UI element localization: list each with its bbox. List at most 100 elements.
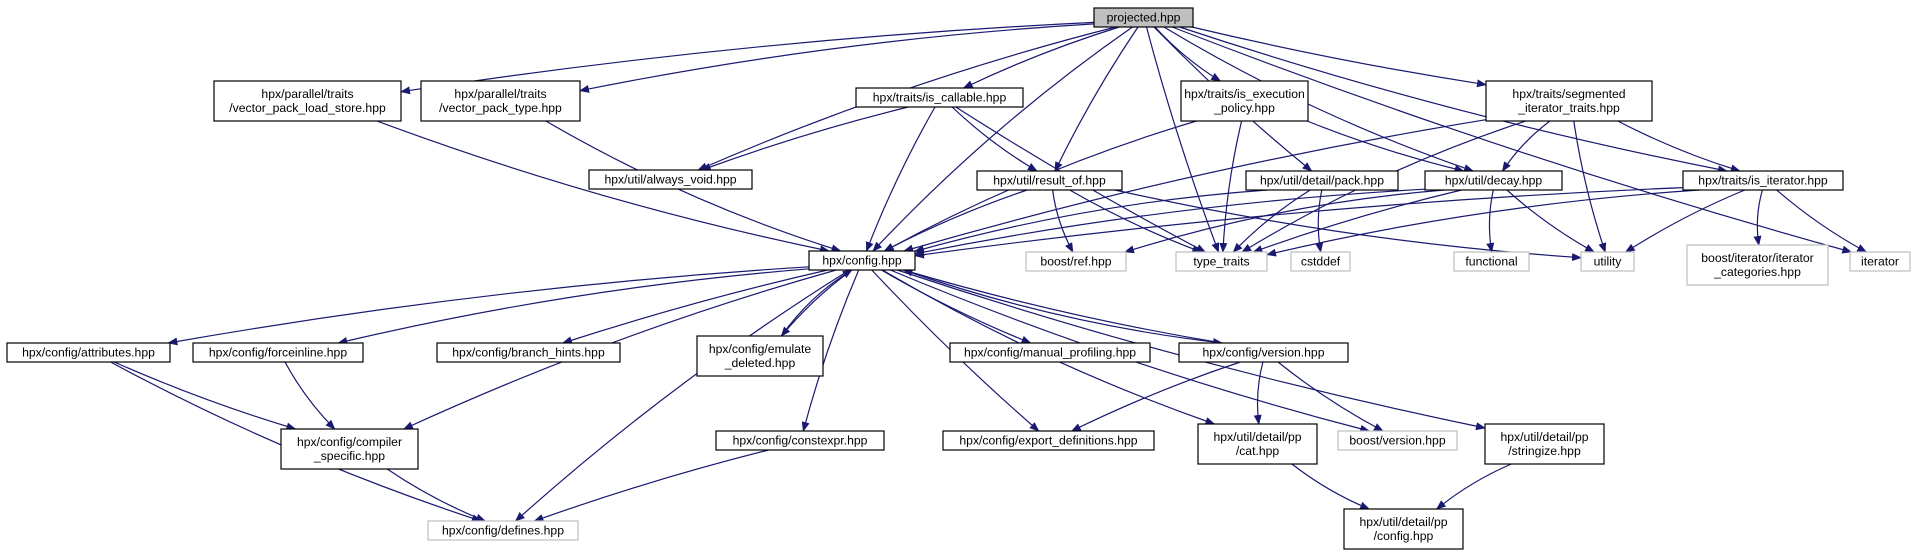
node-pp-cat[interactable]: hpx/util/detail/pp/cat.hpp	[1197, 423, 1318, 465]
node-seg-iter[interactable]: hpx/traits/segmented_iterator_traits.hpp	[1485, 80, 1653, 122]
node-box	[192, 342, 364, 363]
edge-is_callable-to-config	[865, 106, 936, 252]
node-box	[1424, 170, 1563, 191]
node-iterator: iterator	[1849, 251, 1911, 272]
node-label: iterator	[1861, 255, 1899, 269]
edge-emulate_deleted-to-config	[780, 269, 853, 337]
node-box	[855, 87, 1024, 108]
node-box	[436, 342, 621, 363]
edge-result_of-to-config	[883, 189, 1028, 252]
node-label: _iterator_traits.hpp	[1517, 101, 1620, 115]
node-version[interactable]: hpx/config/version.hpp	[1178, 342, 1349, 363]
node-label: /cat.hpp	[1236, 444, 1280, 458]
node-branch-hints[interactable]: hpx/config/branch_hints.hpp	[436, 342, 621, 363]
node-boost-version: boost/version.hpp	[1337, 430, 1458, 451]
edge-seg_iter-to-decay	[1501, 120, 1551, 172]
node-is-iterator[interactable]: hpx/traits/is_iterator.hpp	[1682, 170, 1844, 191]
node-utility: utility	[1580, 251, 1635, 272]
edge-projected-to-iterator	[1171, 26, 1853, 254]
edge-config-to-compiler_specific	[402, 269, 837, 430]
node-label: hpx/config.hpp	[822, 254, 902, 268]
edge-projected-to-vpt	[579, 23, 1095, 93]
node-constexpr[interactable]: hpx/config/constexpr.hpp	[715, 430, 885, 451]
node-box	[1093, 7, 1194, 28]
edge-version-to-pp_cat	[1253, 361, 1264, 425]
node-box	[1686, 244, 1829, 286]
edge-compiler_specific-to-defines	[386, 468, 487, 522]
node-label: hpx/parallel/traits	[454, 87, 546, 101]
node-label: functional	[1465, 255, 1517, 269]
node-label: hpx/traits/segmented	[1512, 87, 1625, 101]
node-forceinline[interactable]: hpx/config/forceinline.hpp	[192, 342, 364, 363]
node-box	[420, 80, 581, 122]
edge-config-to-attributes	[167, 266, 810, 346]
node-label: /config.hpp	[1374, 529, 1434, 543]
node-config[interactable]: hpx/config.hpp	[808, 250, 916, 271]
edges-layer	[110, 21, 1868, 522]
edge-projected-to-seg_iter	[1191, 26, 1487, 88]
node-is-callable[interactable]: hpx/traits/is_callable.hpp	[855, 87, 1024, 108]
node-box	[696, 335, 824, 377]
node-projected[interactable]: projected.hpp	[1093, 7, 1194, 28]
edge-seg_iter-to-is_iterator	[1617, 120, 1741, 173]
node-label: hpx/util/decay.hpp	[1445, 174, 1543, 188]
node-label: hpx/config/export_definitions.hpp	[959, 434, 1137, 448]
node-type-traits: type_traits	[1175, 251, 1268, 272]
node-label: boost/version.hpp	[1349, 434, 1445, 448]
node-box	[1484, 423, 1605, 465]
edge-decay-to-type_traits	[1252, 189, 1462, 253]
node-compiler-specific[interactable]: hpx/config/compiler_specific.hpp	[280, 428, 419, 470]
node-always-void[interactable]: hpx/util/always_void.hpp	[588, 169, 753, 190]
node-attributes[interactable]: hpx/config/attributes.hpp	[6, 342, 171, 363]
edge-is_exec-to-decay	[1306, 120, 1465, 173]
edge-is_iterator-to-utility	[1624, 189, 1746, 253]
node-box	[808, 250, 916, 271]
node-box	[1453, 251, 1530, 272]
node-pp-config[interactable]: hpx/util/detail/pp/config.hpp	[1343, 508, 1464, 550]
node-cstddef: cstddef	[1290, 251, 1351, 272]
node-label: hpx/config/forceinline.hpp	[209, 346, 347, 360]
edge-decay-to-utility	[1506, 189, 1595, 253]
node-decay[interactable]: hpx/util/decay.hpp	[1424, 170, 1563, 191]
edge-decay-to-config	[914, 188, 1426, 256]
node-box	[1245, 170, 1399, 191]
node-is-exec[interactable]: hpx/traits/is_execution_policy.hpp	[1180, 80, 1309, 122]
node-pack[interactable]: hpx/util/detail/pack.hpp	[1245, 170, 1399, 191]
edge-projected-to-is_iterator	[1179, 26, 1728, 174]
node-box	[1343, 508, 1464, 550]
edge-decay-to-functional	[1486, 189, 1495, 253]
edge-seg_iter-to-config	[903, 119, 1487, 253]
edge-seg_iter-to-utility	[1573, 120, 1607, 253]
edge-pack-to-cstddef	[1315, 189, 1324, 253]
node-box	[1290, 251, 1351, 272]
node-box	[1682, 170, 1844, 191]
node-label: _categories.hpp	[1713, 265, 1801, 279]
node-label: _specific.hpp	[313, 449, 385, 463]
node-vpls[interactable]: hpx/parallel/traits/vector_pack_load_sto…	[213, 80, 402, 122]
node-export-defs[interactable]: hpx/config/export_definitions.hpp	[942, 430, 1155, 451]
node-label: utility	[1594, 255, 1623, 269]
edge-is_iterator-to-iterator	[1776, 189, 1868, 253]
node-box	[1197, 423, 1318, 465]
edge-is_exec-to-type_traits	[1219, 120, 1243, 253]
edge-pack-to-config	[914, 189, 1268, 253]
node-manual-profiling[interactable]: hpx/config/manual_profiling.hpp	[949, 342, 1151, 363]
edge-projected-to-type_traits	[1145, 26, 1220, 253]
node-label: hpx/config/emulate	[709, 342, 812, 356]
node-emulate-deleted[interactable]: hpx/config/emulate_deleted.hpp	[696, 335, 824, 377]
node-label: hpx/util/result_of.hpp	[993, 174, 1106, 188]
node-box	[976, 170, 1123, 191]
node-label: cstddef	[1301, 255, 1341, 269]
node-pp-stringize[interactable]: hpx/util/detail/pp/stringize.hpp	[1484, 423, 1605, 465]
edge-result_of-to-type_traits	[1069, 189, 1203, 253]
node-label: hpx/config/version.hpp	[1203, 346, 1325, 360]
node-box	[588, 169, 753, 190]
node-vpt[interactable]: hpx/parallel/traits/vector_pack_type.hpp	[420, 80, 581, 122]
node-box	[1580, 251, 1635, 272]
node-label: projected.hpp	[1107, 11, 1181, 25]
node-result-of[interactable]: hpx/util/result_of.hpp	[976, 170, 1123, 191]
node-defines: hpx/config/defines.hpp	[427, 520, 579, 541]
edge-is_iterator-to-boost_iter_cat	[1753, 189, 1763, 246]
edge-projected-to-result_of	[1054, 26, 1139, 172]
node-box	[942, 430, 1155, 451]
